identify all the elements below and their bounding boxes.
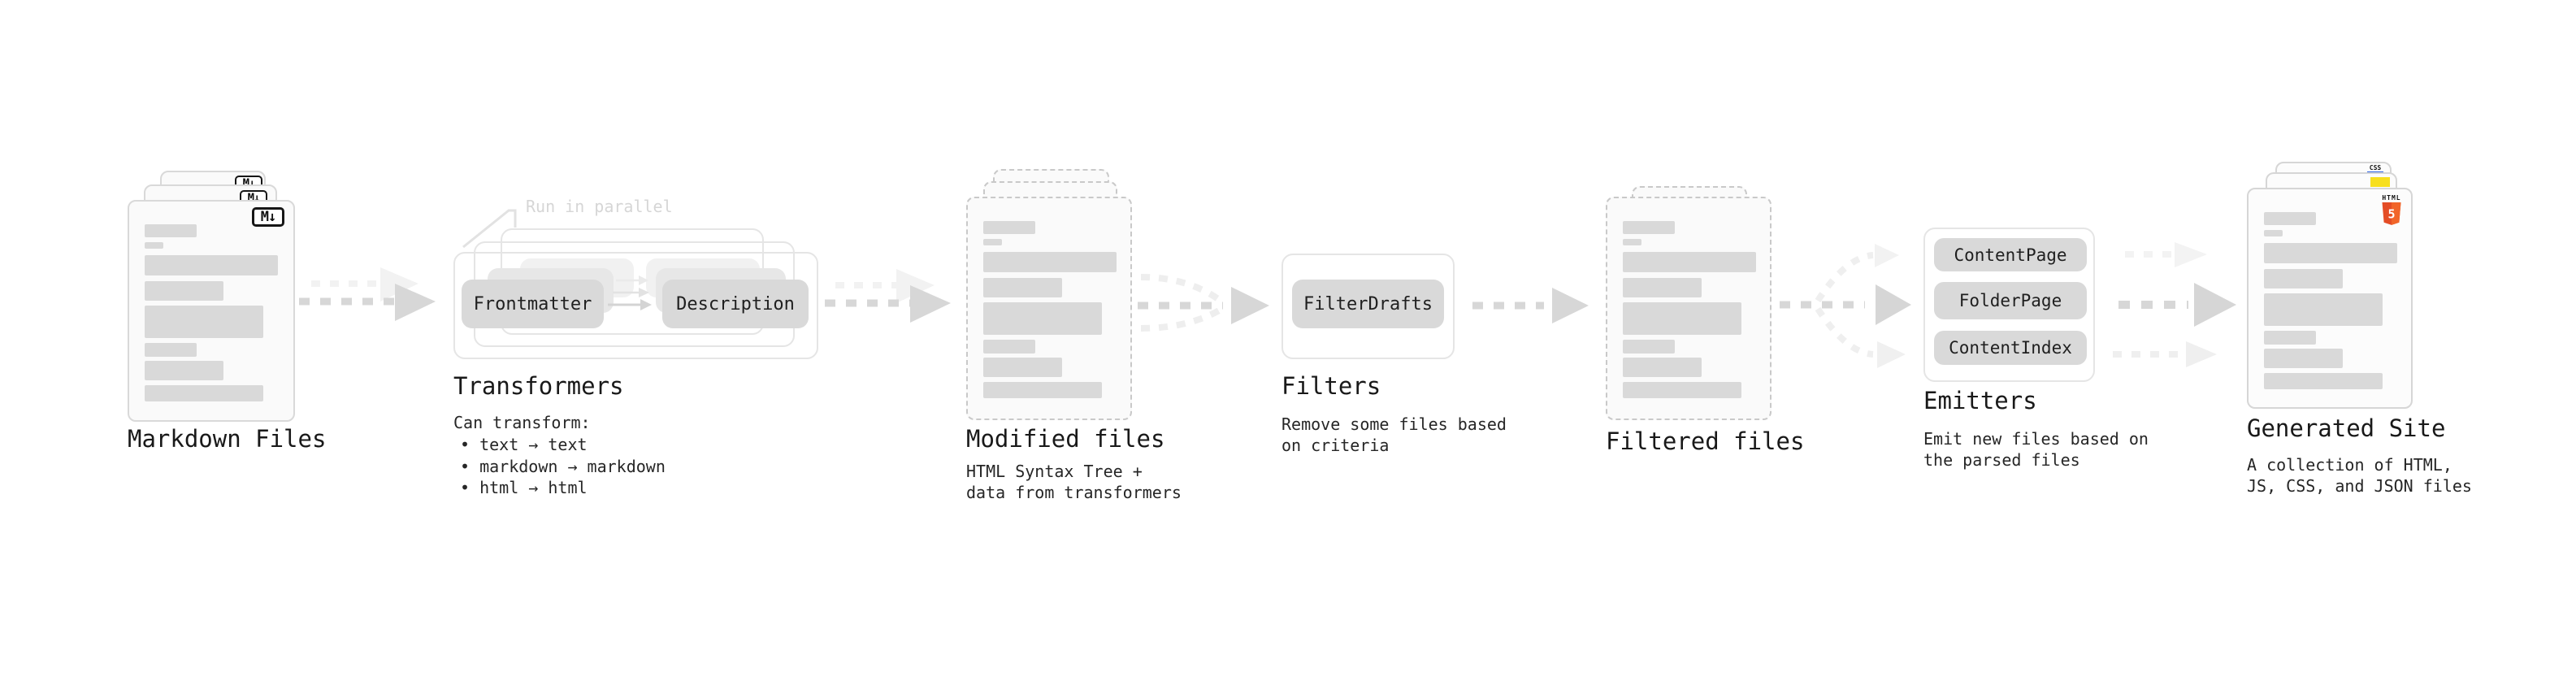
modified-files-label: Modified files xyxy=(966,425,1165,453)
markdown-files-label: Markdown Files xyxy=(128,425,327,453)
placeholder-text-bar xyxy=(145,224,197,237)
emitters-label: Emitters xyxy=(1923,387,2037,414)
filters-desc: on criteria xyxy=(1281,436,1390,455)
folderpage-chip: FolderPage xyxy=(1934,282,2087,319)
placeholder-text-bar xyxy=(1623,221,1675,234)
placeholder-text-bar xyxy=(1623,252,1756,272)
placeholder-text-bar xyxy=(1623,302,1741,335)
placeholder-text-bar xyxy=(145,306,263,338)
generated-site-desc: A collection of HTML, xyxy=(2247,455,2452,475)
emitters-box xyxy=(1923,228,2095,382)
generated-site-label: Generated Site xyxy=(2247,414,2446,442)
placeholder-text-bar xyxy=(2264,212,2316,225)
placeholder-text-bar xyxy=(2264,293,2383,326)
html5-wordmark: HTML xyxy=(2382,194,2401,202)
filters-label: Filters xyxy=(1281,372,1381,400)
emitters-desc: Emit new files based on xyxy=(1923,429,2149,449)
placeholder-text-bar xyxy=(145,343,197,357)
filtered-files-label: Filtered files xyxy=(1606,427,1805,455)
placeholder-text-bar xyxy=(1623,358,1702,377)
site-file-card-html: HTML 5 xyxy=(2247,188,2413,409)
placeholder-text-bar xyxy=(2264,269,2343,288)
contentindex-chip: ContentIndex xyxy=(1934,331,2087,365)
filters-desc: Remove some files based xyxy=(1281,414,1507,434)
placeholder-text-bar xyxy=(983,302,1102,335)
transformers-bullet: • html → html xyxy=(460,478,588,497)
placeholder-text-bar xyxy=(1623,340,1675,354)
arrow-markdown-to-transformers xyxy=(299,267,436,321)
placeholder-text-bar xyxy=(983,239,1002,245)
arrow-filtered-to-emitters xyxy=(1780,244,1911,368)
placeholder-text-bar xyxy=(145,255,278,275)
markdown-icon: M↓ xyxy=(252,207,284,227)
contentpage-chip: ContentPage xyxy=(1934,238,2087,271)
description-chip: Description xyxy=(662,280,809,328)
modified-files-desc: data from transformers xyxy=(966,483,1182,502)
arrow-emitters-to-site xyxy=(2113,242,2236,367)
arrow-transformers-to-modified xyxy=(825,269,951,323)
run-in-parallel-note: Run in parallel xyxy=(526,197,673,216)
placeholder-text-bar xyxy=(2264,349,2343,368)
emitters-desc: the parsed files xyxy=(1923,450,2080,470)
placeholder-text-bar xyxy=(1623,278,1702,297)
placeholder-text-bar xyxy=(2264,373,2383,389)
modified-files-desc: HTML Syntax Tree + xyxy=(966,462,1143,481)
transformers-bullet: • markdown → markdown xyxy=(460,457,666,476)
placeholder-text-bar xyxy=(145,385,263,401)
placeholder-text-bar xyxy=(983,278,1062,297)
transformer-layer-front xyxy=(453,252,818,359)
placeholder-text-bar xyxy=(983,221,1035,234)
generated-site-desc: JS, CSS, and JSON files xyxy=(2247,476,2472,496)
placeholder-text-bar xyxy=(145,281,223,301)
placeholder-text-bar xyxy=(1623,382,1741,398)
placeholder-text-bar xyxy=(983,382,1102,398)
placeholder-text-bar xyxy=(145,361,223,380)
markdown-file-card-front: M↓ xyxy=(128,200,295,422)
placeholder-text-bar xyxy=(983,340,1035,354)
placeholder-text-bar xyxy=(1623,239,1641,245)
filters-box xyxy=(1281,254,1455,359)
frontmatter-chip: Frontmatter xyxy=(462,280,604,328)
placeholder-text-bar xyxy=(2264,243,2397,263)
filtered-file-card-front xyxy=(1606,197,1772,420)
placeholder-text-bar xyxy=(2264,331,2316,345)
html5-icon: HTML 5 xyxy=(2379,194,2404,226)
placeholder-text-bar xyxy=(983,252,1117,272)
filterdrafts-chip: FilterDrafts xyxy=(1292,280,1444,328)
placeholder-text-bar xyxy=(145,242,163,249)
js-icon xyxy=(2370,177,2390,187)
transformers-label: Transformers xyxy=(453,372,624,400)
transformers-desc-title: Can transform: xyxy=(453,413,591,432)
placeholder-text-bar xyxy=(2264,230,2283,236)
svg-text:5: 5 xyxy=(2387,207,2395,222)
placeholder-text-bar xyxy=(983,358,1062,377)
transformers-bullet: • text → text xyxy=(460,435,588,454)
html5-shield: 5 xyxy=(2382,202,2401,225)
arrow-modified-to-filters xyxy=(1138,274,1269,332)
arrow-filters-to-filtered xyxy=(1472,288,1589,323)
modified-file-card-front xyxy=(966,197,1132,420)
